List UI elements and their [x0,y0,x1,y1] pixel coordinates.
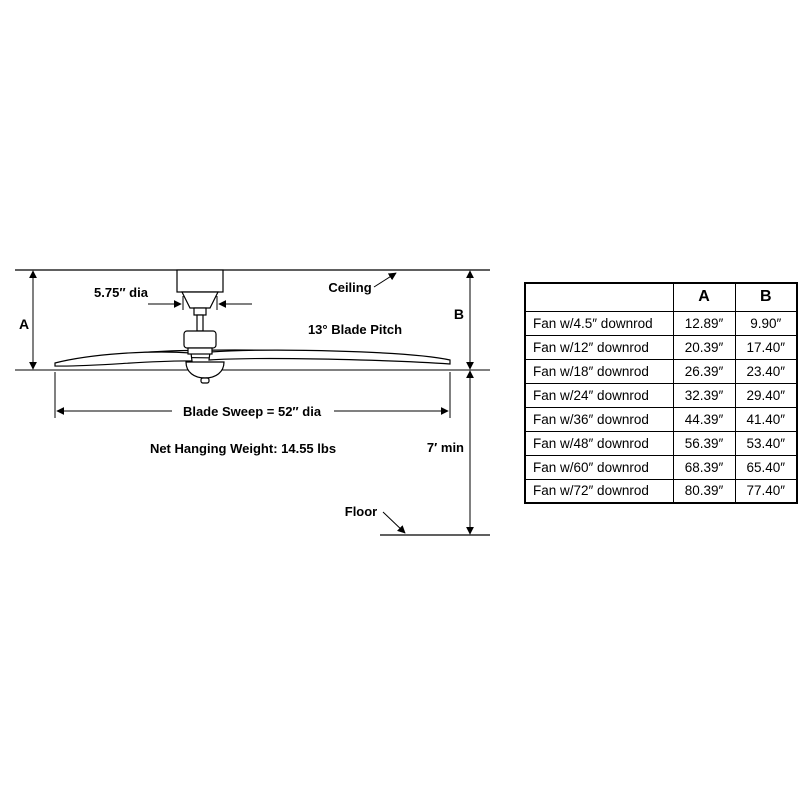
canopy [181,291,219,309]
header-dim-b: B [734,282,798,312]
dim-b-value: 17.40″ [734,334,798,360]
dim-b-value: 53.40″ [734,430,798,456]
ceiling-label: Ceiling [328,280,371,295]
table-row: Fan w/36″ downrod 44.39″ 41.40″ [524,406,798,432]
canopy-dia-label: 5.75″ dia [94,285,149,300]
dimension-b-label: B [454,306,464,322]
right-blade [208,349,451,365]
ceiling-fan-drawing [54,269,451,384]
dim-a-value: 20.39″ [672,334,736,360]
table-row: Fan w/72″ downrod 80.39″ 77.40″ [524,478,798,504]
table-row: Fan w/24″ downrod 32.39″ 29.40″ [524,382,798,408]
downrod-dimension-table: A B Fan w/4.5″ downrod 12.89″ 9.90″ Fan … [524,282,798,504]
downrod-config: Fan w/60″ downrod [524,454,674,480]
fan-dimension-diagram: A B 7′ min Ceiling Floor [15,269,490,536]
floor-label: Floor [345,504,378,519]
downrod-config: Fan w/12″ downrod [524,334,674,360]
dim-b-value: 77.40″ [734,478,798,504]
downrod-config: Fan w/72″ downrod [524,478,674,504]
table-row: Fan w/18″ downrod 26.39″ 23.40″ [524,358,798,384]
ceiling-leader-line [373,272,397,288]
net-weight-label: Net Hanging Weight: 14.55 lbs [150,441,336,456]
floor-leader-line [382,511,406,534]
table-row: Fan w/48″ downrod 56.39″ 53.40″ [524,430,798,456]
mounting-bracket [176,269,224,293]
dim-b-value: 23.40″ [734,358,798,384]
downrod-config: Fan w/48″ downrod [524,430,674,456]
ball-joint [193,307,207,316]
dim-a-value: 44.39″ [672,406,736,432]
header-config [524,282,674,312]
finial [200,377,210,384]
blade-pitch-label: 13° Blade Pitch [308,322,402,337]
dim-a-value: 12.89″ [672,310,736,336]
left-blade [54,351,193,367]
downrod-config: Fan w/4.5″ downrod [524,310,674,336]
bottom-housing [185,361,225,379]
dimension-a-label: A [19,316,29,332]
downrod [196,314,204,332]
blade-hub [187,347,213,355]
dim-a-value: 56.39″ [672,430,736,456]
blade-sweep-label: Blade Sweep = 52″ dia [183,404,322,419]
dim-a-value: 80.39″ [672,478,736,504]
dim-b-value: 41.40″ [734,406,798,432]
min-clearance-label: 7′ min [427,440,464,455]
downrod-config: Fan w/18″ downrod [524,358,674,384]
dim-a-value: 68.39″ [672,454,736,480]
dim-a-value: 32.39″ [672,382,736,408]
dim-b-value: 29.40″ [734,382,798,408]
motor-housing [183,330,217,349]
dim-b-value: 9.90″ [734,310,798,336]
table-row: Fan w/12″ downrod 20.39″ 17.40″ [524,334,798,360]
dim-a-value: 26.39″ [672,358,736,384]
dim-b-value: 65.40″ [734,454,798,480]
header-dim-a: A [672,282,736,312]
table-row: Fan w/4.5″ downrod 12.89″ 9.90″ [524,310,798,336]
table-header: A B [524,282,798,312]
table-row: Fan w/60″ downrod 68.39″ 65.40″ [524,454,798,480]
downrod-config: Fan w/24″ downrod [524,382,674,408]
downrod-config: Fan w/36″ downrod [524,406,674,432]
